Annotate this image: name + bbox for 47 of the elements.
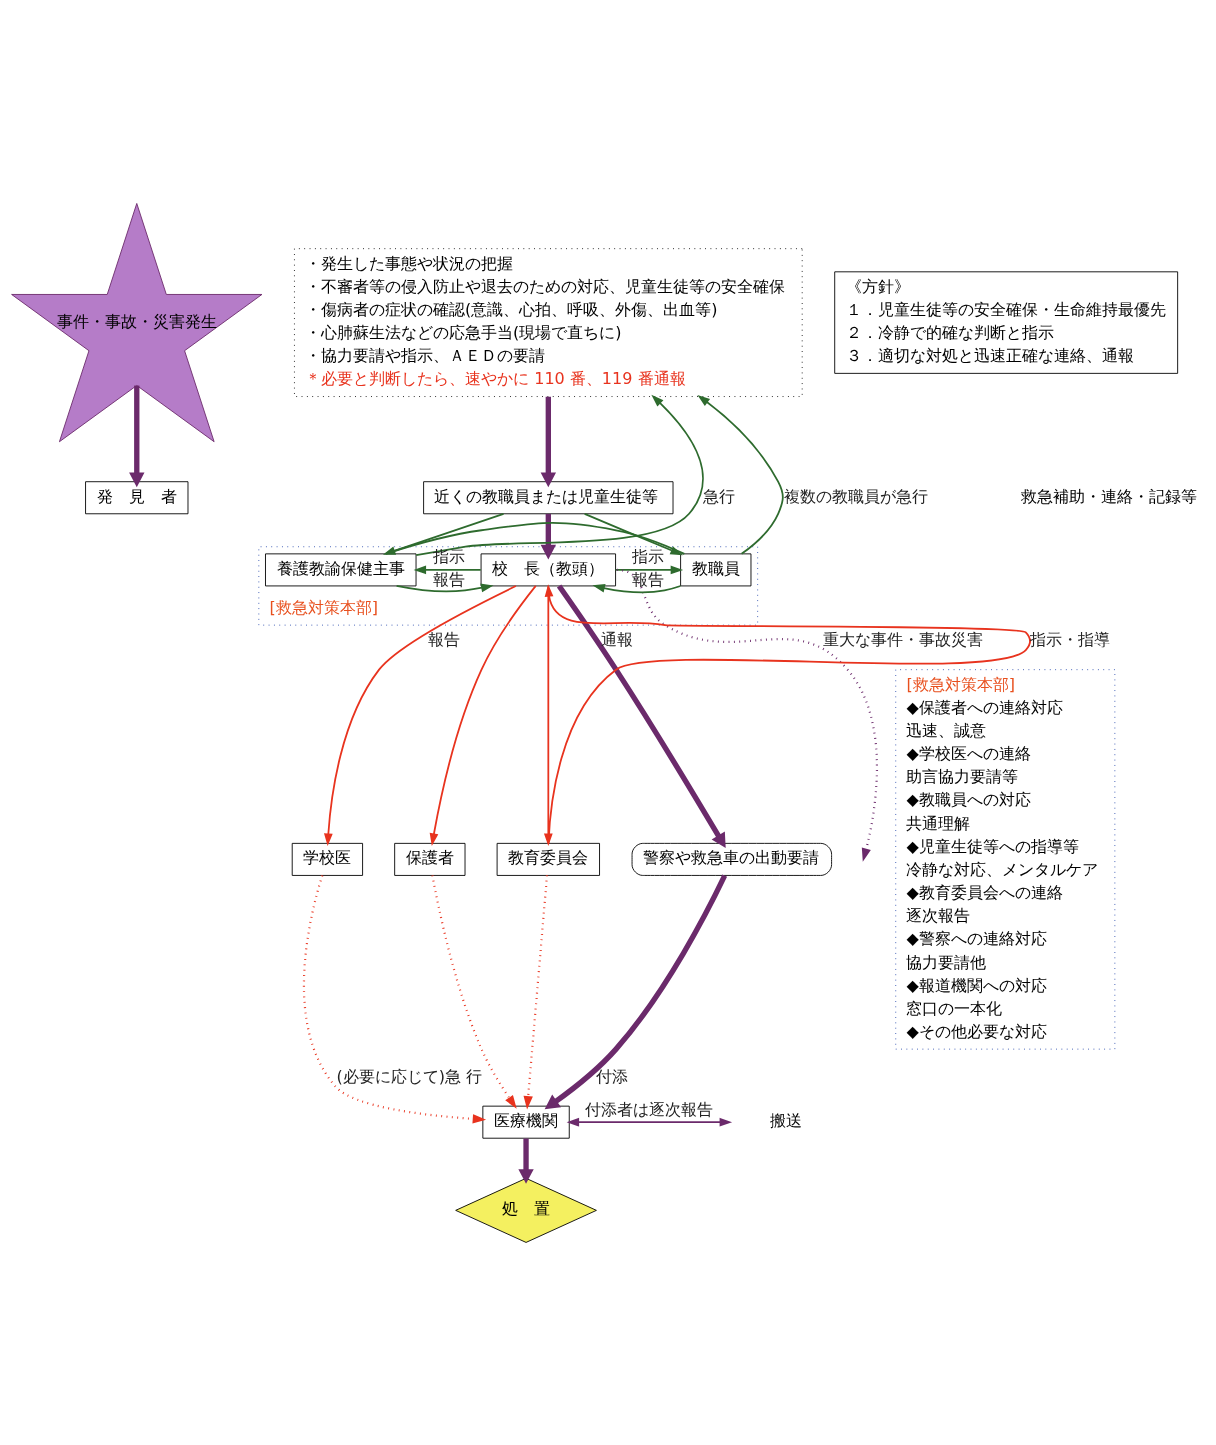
edge-label: 指示 (432, 546, 465, 566)
arrow (431, 874, 517, 1109)
arrow (540, 396, 557, 487)
arrow (413, 565, 482, 574)
edge-label: 報告 (432, 569, 465, 589)
arrow (429, 584, 537, 846)
node-diamond: 処 置 (455, 1177, 597, 1243)
edge-label: 重大な事件・事故災害 (823, 629, 984, 649)
arrow (518, 1138, 534, 1184)
node-box: 警察や救急車の出動要請 (631, 842, 833, 876)
edge-label: 報告 (632, 569, 665, 589)
node-box: 医療機関 (482, 1105, 570, 1139)
node-box: 保護者 (394, 842, 466, 876)
arrow (544, 874, 728, 1109)
arrow (592, 583, 682, 593)
label: 搬送 (770, 1110, 803, 1130)
edge-label: 付添者は逐次報告 (585, 1099, 714, 1119)
node-box: 発 見 者 (85, 480, 189, 514)
edge-label: 複数の教職員が急行 (783, 486, 928, 506)
edge-label: 報告 (427, 629, 460, 649)
edge-label: (必要に応じて)急 行 (336, 1066, 483, 1086)
node-box: 《方針》 １．児童生徒等の安全確保・生命維持最優先 ２．冷静で的確な判断と指示 ３．適切な対処と迅速正確な連絡、通報 (834, 270, 1179, 374)
arrow (614, 565, 684, 574)
edge-label: 指示・指導 (1029, 629, 1110, 649)
edge-label: 付添 (596, 1066, 629, 1086)
arrow (129, 385, 145, 487)
node-box: 教職員 (680, 552, 752, 586)
node-box: [救急対策本部] ◆保護者への連絡対応 迅速、誠意 ◆学校医への連絡 助言協力要請等 ◆教職員への対応 共通理解 ◆児童生徒等への指導等 冷静な対応、メンタルケア ◆教育委員会への連絡 逐次報告 ◆警察への連絡対応 協力要請他 ◆報道機関への対応 窓口の一本化 ◆その他必要な対応 (895, 668, 1116, 1050)
node-box: 近くの教職員または児童生徒等 (423, 480, 674, 514)
node-box: 教育委員会 (496, 842, 600, 876)
node-box: 養護教諭保健主事 (265, 552, 417, 586)
node-box: 校 長（教頭） (480, 552, 616, 586)
arrow (395, 583, 494, 592)
arrow (323, 584, 517, 846)
label: 救急補助・連絡・記録等 (1020, 486, 1197, 506)
edge-label: 指示 (632, 546, 665, 566)
arrow (556, 584, 726, 848)
node-box: 学校医 (291, 842, 364, 876)
edge-label: 通報 (601, 629, 634, 649)
arrow (616, 568, 879, 862)
arrow (566, 1117, 733, 1127)
arrow (540, 513, 557, 559)
arrow (302, 874, 487, 1124)
edge-label: 急行 (702, 486, 735, 506)
arrow (523, 874, 549, 1109)
node-box: ・発生した事態や状況の把握 ・不審者等の侵入防止や退去のための対応、児童生徒等の安全確保 ・傷病者の症状の確認(意識、心拍、呼吸、外傷、出血等) ・心肺蘇生法などの応急手当(現場で直ちに) ・協力要請や指示、ＡＥＤの要請 ＊必要と判断したら、速やかに 110 番、119 番通報 (294, 247, 803, 397)
arrow (697, 394, 784, 555)
